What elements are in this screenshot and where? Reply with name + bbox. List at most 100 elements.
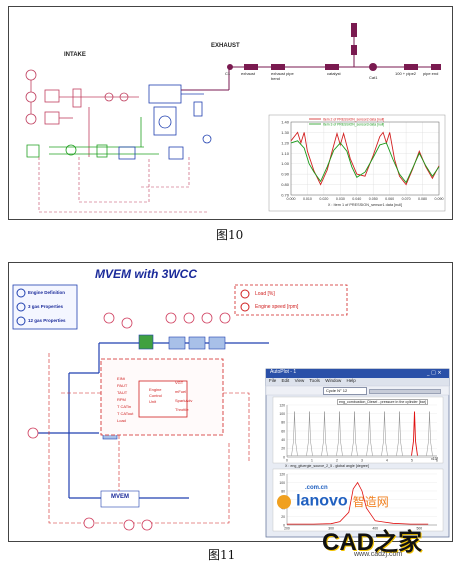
menu-edit[interactable]: Edit [281, 378, 290, 383]
top-chart-ytick: 20 [281, 447, 285, 451]
watermark-logo-icon [277, 494, 291, 509]
ecu-mid: Engine Control Unit [149, 387, 162, 405]
top-chart-ytick: 40 [281, 438, 285, 442]
pipe-end-label: pipe end [423, 71, 439, 76]
top-chart-peak [366, 411, 373, 456]
engine-speed-icon [240, 302, 250, 312]
bottom-chart-xtick: 200 [284, 527, 290, 531]
ecu-input: Load [117, 418, 126, 423]
top-chart-peak [396, 411, 403, 456]
fig10-ytick: 1.20 [281, 140, 290, 145]
fig10-xtick: 0.090 [435, 197, 444, 201]
ecu-input: EINt [117, 376, 125, 381]
top-chart-ytick: 60 [281, 429, 285, 433]
cad-logo: CAD之家 www.cadzj.com [322, 522, 454, 562]
watermark-cn: 智造网 [352, 495, 389, 509]
left-legend-box [12, 284, 78, 330]
fig10-xlabel: X : Item 1 of PRESSION_sensor1 data [nul… [328, 203, 402, 207]
engine-definition-icon [16, 288, 26, 298]
bottom-chart-ytick: 120 [279, 472, 285, 476]
top-chart-peak [291, 411, 298, 456]
top-chart-exponent: x10³ [431, 457, 438, 461]
legend-load: Load [%] [255, 291, 275, 297]
ecu-outputs: VGT mFuel SparkAdv Throttle [175, 378, 192, 414]
fig10-xtick: 0.020 [319, 197, 328, 201]
top-chart-xlabel: X : eng_gfuergie_source_2_5 - global ang… [285, 464, 369, 468]
menu-help[interactable]: Help [346, 378, 356, 383]
bottom-plot-frame [272, 468, 444, 532]
control-lines [38, 157, 209, 213]
egr-network [26, 117, 159, 158]
top-chart-peak [411, 411, 418, 456]
engine-block [118, 84, 212, 160]
plot-window-controls[interactable]: _ □ × [427, 370, 442, 376]
top-chart-xtick: 5 [411, 459, 413, 463]
fig10-ytick: 1.40 [281, 120, 290, 125]
cad-logo-text: CAD之家 [322, 529, 422, 556]
bottom-chart-line [287, 481, 429, 525]
intake-box-2 [44, 111, 60, 125]
legend-engine-speed: Engine speed [rpm] [255, 304, 299, 310]
bottom-chart-xtick: 500 [417, 527, 423, 531]
ecu-core [138, 380, 188, 418]
fig10-ytick: 1.00 [281, 161, 290, 166]
fig10-ytick: 0.90 [281, 172, 290, 177]
top-chart-peak [336, 411, 343, 456]
ecu-input: PAUT [117, 383, 128, 388]
plot-window-menu: File Edit View Tools Window Help [269, 378, 356, 383]
fig10-ytick: 0.70 [281, 193, 290, 198]
menu-window[interactable]: Window [325, 378, 342, 383]
figure10-caption: 图10 [216, 228, 244, 242]
cycle-selector[interactable]: Cycle N° 12 [323, 387, 367, 395]
load-icon [240, 289, 250, 299]
fig10-ytick: 1.10 [281, 151, 290, 156]
red-control-network [48, 353, 250, 524]
ecu-input: RPM [117, 397, 126, 402]
ecu-mid-line: Engine [149, 387, 162, 392]
plot-window-menubar [266, 378, 449, 386]
bottom-chart-ytick: 0 [283, 523, 285, 527]
bottom-chart-ytick: 100 [279, 481, 285, 485]
bottom-chart-xtick: 300 [328, 527, 334, 531]
figure11-caption: 图11 [208, 548, 236, 562]
fig10-ytick: 1.30 [281, 130, 290, 135]
ecu-input: T CATin [117, 404, 132, 409]
menu-view[interactable]: View [294, 378, 305, 383]
fig10-xtick: 0.050 [369, 197, 378, 201]
close-icon[interactable]: × [437, 370, 442, 376]
maximize-icon[interactable]: □ [431, 370, 436, 376]
exhaust-label: EXHAUST [211, 43, 240, 49]
fig10-legend-entry: Item 3 of PRESSION_sensor3 data [null] [323, 123, 384, 127]
c1-label: C1 [225, 71, 231, 76]
mvem-title: MVEM with 3WCC [95, 267, 197, 281]
lanovo-watermark: lanovo 智造网 [277, 491, 389, 511]
ecu-output: Throttle [175, 407, 189, 412]
minimize-icon[interactable]: _ [427, 370, 430, 376]
top-chart-xtick: 1 [311, 459, 313, 463]
exhaust-components [227, 23, 441, 71]
legend-3-gas: 3 gas Properties [28, 304, 64, 309]
top-chart-peak [426, 411, 433, 456]
cad-logo-url: www.cadzj.com [354, 551, 403, 558]
watermark-text: lanovo [296, 492, 348, 510]
legend-engine-definition: Engine Definition [28, 290, 65, 295]
cycle-slider[interactable] [369, 389, 441, 394]
top-sensors [103, 312, 231, 329]
intake-network [25, 69, 139, 157]
exhaust-line [181, 27, 441, 91]
menu-tools[interactable]: Tools [309, 378, 320, 383]
intake-sensor-2 [25, 91, 37, 103]
cat1-label: Cat1 [369, 75, 378, 80]
intake-label: INTAKE [64, 52, 86, 58]
gas-properties-12-icon [16, 316, 26, 326]
menu-file[interactable]: File [269, 378, 277, 383]
exhaust-part-label: exhaust [241, 71, 256, 76]
top-chart-xtick: 0 [286, 459, 288, 463]
top-chart-ytick: 120 [279, 403, 285, 407]
intake-box-1 [44, 89, 60, 103]
bottom-sensors [27, 427, 153, 531]
ecu-mid-line: Control [149, 393, 162, 398]
